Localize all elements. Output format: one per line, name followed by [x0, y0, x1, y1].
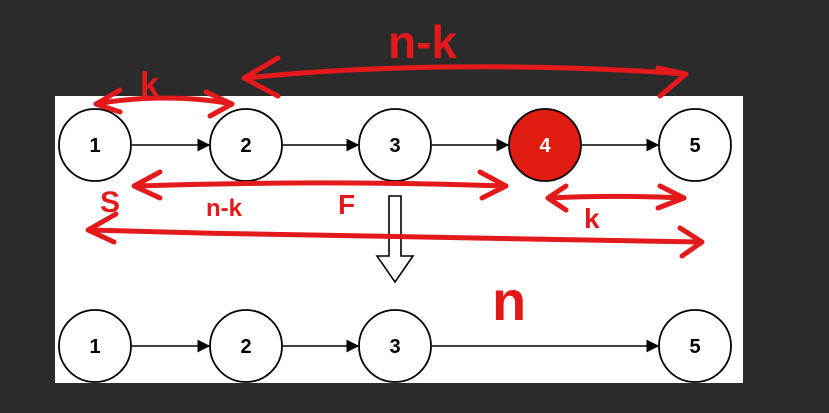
bottom-node-3-label: 3 [389, 336, 400, 358]
n-minus-k-arrow [243, 64, 689, 81]
bottom-node-3: 3 [358, 309, 432, 383]
n-long-arrow-head-right [677, 225, 705, 259]
annotation-n-minus-k: n-k [388, 16, 457, 68]
top-node-5-label: 5 [689, 135, 700, 157]
under-arrow-head-right [477, 169, 509, 201]
top-node-2: 2 [209, 108, 283, 182]
n-minus-k-under-arrow [133, 180, 509, 189]
top-node-2-label: 2 [240, 135, 251, 157]
k-arrow-head-right [203, 89, 235, 119]
top-node-4-label: 4 [539, 135, 551, 157]
n-long-arrow-head-left [85, 211, 119, 245]
annotations [85, 55, 705, 259]
top-node-4-highlighted: 4 [508, 108, 582, 182]
under-arrow-head-left [131, 169, 163, 201]
k-arrow-head-left [93, 87, 123, 115]
top-node-3-label: 3 [389, 135, 400, 157]
k-arrow [93, 95, 235, 107]
annotation-n: n [492, 269, 526, 332]
n-minus-k-arrow-head-right [655, 65, 689, 99]
k-small-arrow-head-right [655, 183, 687, 211]
top-node-1: 1 [58, 108, 132, 182]
bottom-node-1-label: 1 [89, 336, 100, 358]
top-node-5: 5 [658, 108, 732, 182]
annotation-k-top: k [140, 66, 159, 104]
bottom-node-5: 5 [658, 309, 732, 383]
n-minus-k-arrow-head-left [241, 55, 281, 99]
k-small-arrow [547, 194, 687, 201]
bottom-node-2-label: 2 [240, 336, 251, 358]
bottom-node-5-label: 5 [689, 336, 700, 358]
top-node-1-label: 1 [89, 135, 100, 157]
bottom-list: 1 2 3 5 [58, 309, 732, 383]
annotation-s: S [100, 186, 120, 219]
bottom-node-2: 2 [209, 309, 283, 383]
n-long-arrow [87, 227, 703, 245]
annotation-k-small: k [584, 203, 600, 234]
annotation-n-minus-k-small: n-k [206, 195, 243, 222]
top-node-3: 3 [358, 108, 432, 182]
annotation-f: F [338, 189, 355, 220]
top-list: 1 2 3 4 5 [58, 108, 732, 182]
k-small-arrow-head-left [545, 183, 569, 213]
bottom-node-1: 1 [58, 309, 132, 383]
